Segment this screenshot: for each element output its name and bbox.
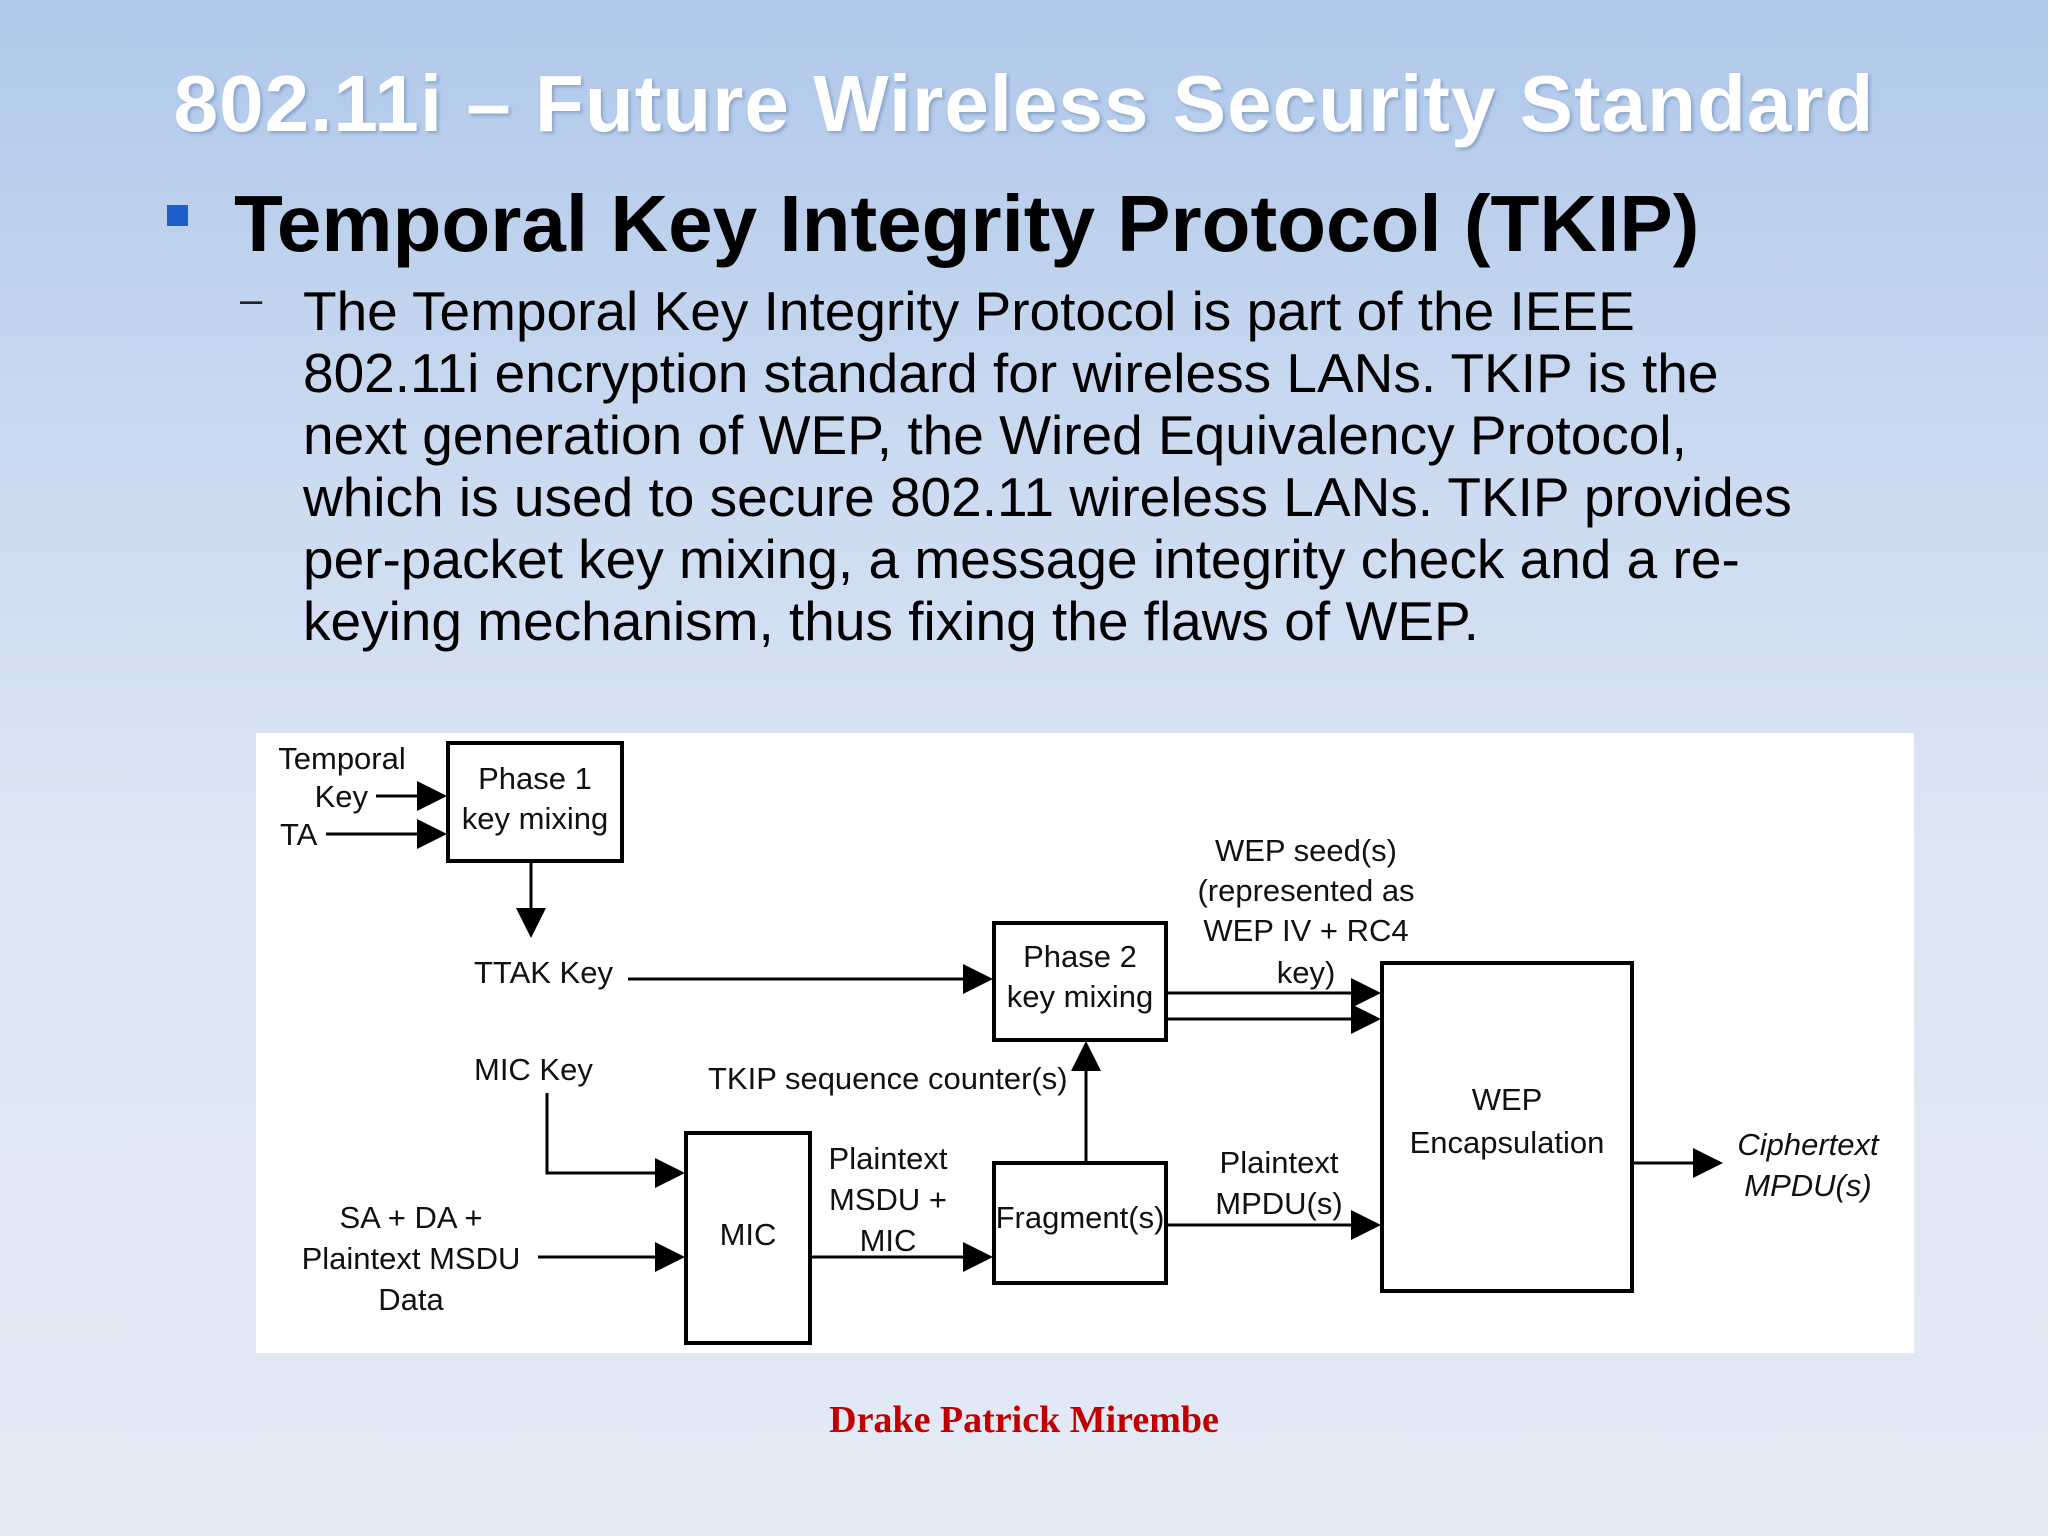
fragment-label: Fragment(s)	[996, 1200, 1165, 1235]
wep-seed-label: WEP IV + RC4	[1203, 913, 1408, 948]
mic-key-label: MIC Key	[474, 1052, 593, 1087]
paragraph-line: 802.11i encryption standard for wireless…	[303, 342, 1719, 404]
tkip-diagram-svg: Phase 1 key mixing Phase 2 key mixing MI…	[278, 741, 1880, 1345]
paragraph-line: next generation of WEP, the Wired Equiva…	[303, 404, 1687, 466]
ta-label: TA	[280, 817, 318, 852]
bullet-heading: Temporal Key Integrity Protocol (TKIP)	[234, 179, 1700, 268]
phase2-box	[992, 921, 1168, 1042]
sa-da-label: Data	[378, 1282, 444, 1317]
phase1-label: Phase 1	[478, 761, 592, 796]
author-footer: Drake Patrick Mirembe	[829, 1399, 1219, 1441]
sa-da-label: Plaintext MSDU	[302, 1241, 521, 1276]
fragment-box	[992, 1161, 1168, 1285]
sa-da-label: SA + DA +	[339, 1200, 482, 1235]
plaintext-mpdu-label: MPDU(s)	[1215, 1186, 1342, 1221]
wep-box	[1380, 961, 1634, 1293]
bullet-square-icon	[167, 205, 188, 226]
phase2-label: key mixing	[1007, 979, 1153, 1014]
mic-label: MIC	[720, 1217, 777, 1252]
paragraph-line: per-packet key mixing, a message integri…	[303, 528, 1740, 590]
ttak-key-label: TTAK Key	[474, 955, 613, 990]
plaintext-mpdu-label: Plaintext	[1220, 1145, 1339, 1180]
arrow-mic-key	[545, 1093, 685, 1188]
tkip-seq-label: TKIP sequence counter(s)	[708, 1061, 1068, 1096]
slide-title: 802.11i – Future Wireless Security Stand…	[173, 59, 1875, 148]
plaintext-msdu-mic-label: Plaintext	[829, 1141, 948, 1176]
wep-seed-label: WEP seed(s)	[1215, 833, 1397, 868]
sub-bullet-dash: –	[240, 278, 263, 322]
wep-seed-label: (represented as	[1197, 873, 1414, 908]
tkip-diagram: Phase 1 key mixing Phase 2 key mixing MI…	[256, 733, 1914, 1353]
plaintext-msdu-mic-label: MSDU +	[829, 1182, 947, 1217]
description-paragraph: The Temporal Key Integrity Protocol is p…	[303, 280, 1883, 652]
wep-label: WEP	[1472, 1082, 1543, 1117]
phase2-label: Phase 2	[1023, 939, 1137, 974]
paragraph-line: The Temporal Key Integrity Protocol is p…	[303, 280, 1635, 342]
paragraph-line: keying mechanism, thus fixing the flaws …	[303, 590, 1479, 652]
plaintext-msdu-mic-label: MIC	[860, 1223, 917, 1258]
wep-label: Encapsulation	[1410, 1125, 1605, 1160]
phase1-label: key mixing	[462, 801, 608, 836]
temporal-key-label: Key	[315, 779, 369, 814]
mic-box	[684, 1131, 812, 1345]
paragraph-line: which is used to secure 802.11 wireless …	[303, 466, 1792, 528]
wep-seed-label: key)	[1277, 955, 1336, 990]
phase1-box	[446, 741, 624, 863]
ciphertext-label: Ciphertext	[1737, 1127, 1880, 1162]
ciphertext-label: MPDU(s)	[1744, 1168, 1871, 1203]
temporal-key-label: Temporal	[278, 741, 406, 776]
